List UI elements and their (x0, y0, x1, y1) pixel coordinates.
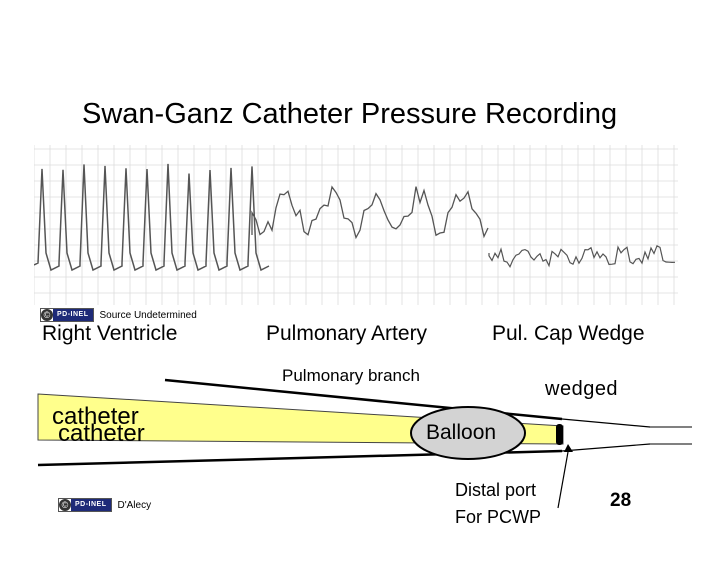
trace-pulmonary-artery (251, 185, 489, 240)
copyright-icon: © (59, 499, 71, 511)
label-pulmonary-artery: Pulmonary Artery (266, 322, 428, 345)
slide-title: Swan-Ganz Catheter Pressure Recording (82, 98, 618, 130)
pressure-trace-image (34, 145, 678, 305)
license-logo: © PD-INEL (40, 308, 94, 322)
license-logo-text: PD-INEL (53, 309, 93, 321)
author-caption: D'Alecy (117, 499, 152, 511)
trace-right-ventricle (34, 163, 270, 272)
distal-port-arrow-line (557, 451, 569, 509)
copyright-icon: © (41, 309, 53, 321)
trace-grid (34, 145, 678, 305)
license-logo-text: PD-INEL (71, 499, 111, 511)
label-for-pcwp: For PCWP (455, 507, 542, 527)
label-wedged: wedged (545, 378, 619, 400)
page-number: 28 (610, 490, 632, 511)
license-logo: © PD-INEL (58, 498, 112, 512)
label-catheter-shadow: catheter (58, 420, 145, 447)
distal-port-tip (556, 424, 563, 445)
author-badge: © PD-INEL D'Alecy (58, 498, 151, 512)
vessel-wall-bottom-right (561, 443, 651, 452)
label-right-ventricle: Right Ventricle (42, 322, 178, 345)
label-distal-port: Distal port (455, 480, 537, 500)
distal-port-arrow-head (564, 444, 573, 452)
label-pulmonary-branch: Pulmonary branch (282, 366, 420, 385)
source-badge: © PD-INEL Source Undetermined (40, 308, 197, 322)
label-pul-cap-wedge: Pul. Cap Wedge (492, 322, 645, 345)
catheter-diagram (37, 378, 692, 509)
label-catheter: catheter (52, 403, 139, 430)
label-balloon: Balloon (426, 421, 497, 444)
balloon-shape (410, 406, 526, 460)
trace-pul-cap-wedge (488, 244, 676, 268)
vessel-wall-top-right (561, 418, 651, 428)
source-caption: Source Undetermined (99, 309, 197, 321)
